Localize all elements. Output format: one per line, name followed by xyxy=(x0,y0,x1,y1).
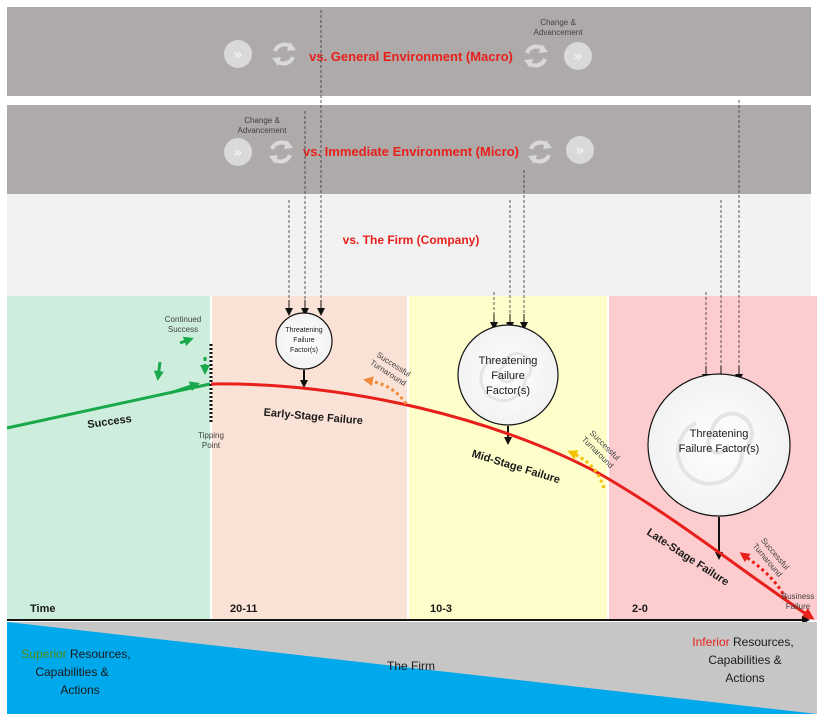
count-label-early: 20-11 xyxy=(230,603,258,615)
inferior-label-line3: Actions xyxy=(725,671,764,685)
business-failure-label-2: Failure xyxy=(786,602,811,611)
threat-circle-late: Threatening Failure Factor(s) xyxy=(647,373,791,517)
continued-success-label-1: Continued xyxy=(165,315,201,324)
inferior-label-line1: Inferior Resources, xyxy=(692,635,793,649)
change-label-micro-2: Advancement xyxy=(238,126,288,135)
stage-success-column xyxy=(7,296,210,620)
macro-environment-title: vs. General Environment (Macro) xyxy=(309,49,513,64)
turnaround-arrow-mid xyxy=(567,450,606,489)
macro-environment-band xyxy=(7,7,811,96)
svg-text:Failure: Failure xyxy=(293,337,315,344)
threat-circle-mid: Threatening Failure Factor(s) xyxy=(457,324,559,426)
business-failure-label-1: Business xyxy=(782,592,814,601)
svg-text:Factor(s): Factor(s) xyxy=(486,385,530,397)
count-label-mid: 10-3 xyxy=(430,603,452,615)
tipping-point-label-2: Point xyxy=(202,441,221,450)
turnaround-arrow-early xyxy=(363,376,408,405)
threat-circle-early: Threatening Failure Factor(s) xyxy=(275,312,333,370)
superior-label-line1: Superior Resources, xyxy=(21,647,130,661)
fast-forward-icon xyxy=(224,138,252,166)
micro-environment-title: vs. Immediate Environment (Micro) xyxy=(303,144,519,159)
continued-success-label-2: Success xyxy=(168,325,198,334)
micro-environment-band xyxy=(7,105,811,194)
influence-lines xyxy=(288,10,740,378)
fast-forward-icon xyxy=(566,136,594,164)
change-label-micro-1: Change & xyxy=(244,116,280,125)
count-label-late: 2-0 xyxy=(632,603,648,615)
inferior-label-line2: Capabilities & xyxy=(708,653,781,667)
turnaround-arrow-late xyxy=(739,552,788,600)
change-label-macro-1: Change & xyxy=(540,18,576,27)
svg-text:Failure Factor(s): Failure Factor(s) xyxy=(679,443,760,455)
superior-label-line2: Capabilities & xyxy=(35,665,108,679)
fast-forward-icon xyxy=(224,40,252,68)
svg-text:Threatening: Threatening xyxy=(285,327,322,334)
superior-label-line3: Actions xyxy=(60,683,99,697)
time-axis-label: Time xyxy=(30,603,55,615)
failure-curve xyxy=(210,382,815,620)
firm-bar-center-label: The Firm xyxy=(387,659,435,673)
svg-text:Threatening: Threatening xyxy=(690,428,749,440)
fast-forward-icon xyxy=(564,42,592,70)
firm-band xyxy=(7,194,811,296)
firm-title: vs. The Firm (Company) xyxy=(343,233,480,247)
svg-text:Factor(s): Factor(s) xyxy=(290,347,318,354)
change-label-macro-2: Advancement xyxy=(534,28,584,37)
tipping-point-label-1: Tipping xyxy=(198,431,224,440)
svg-text:Failure: Failure xyxy=(491,370,525,382)
svg-text:Threatening: Threatening xyxy=(479,355,538,367)
continued-success-cycle xyxy=(153,336,210,395)
